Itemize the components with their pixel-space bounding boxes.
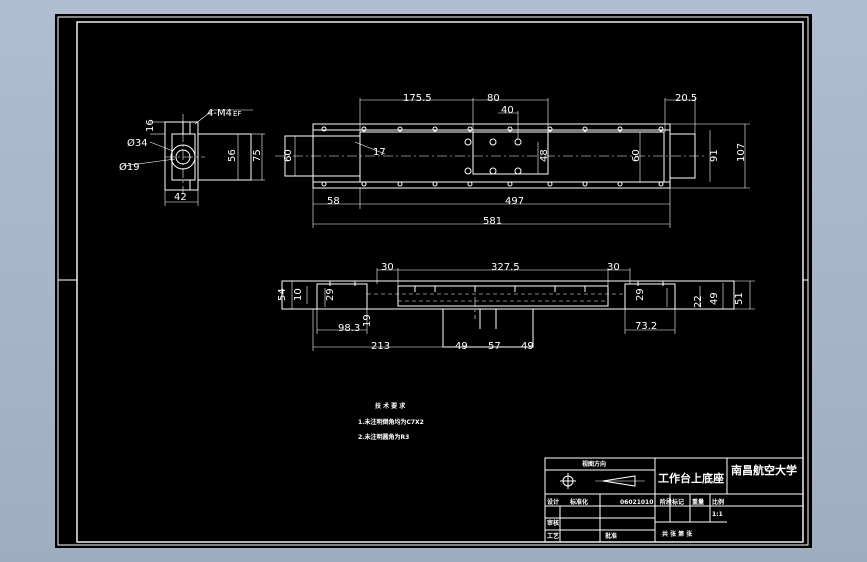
dim-80: 80 — [487, 93, 500, 104]
front-view — [281, 268, 755, 351]
top-view-holes — [321, 126, 664, 187]
front-view-tick-marks — [329, 281, 664, 292]
dim-dia-34: Ø34 — [127, 137, 148, 149]
dim-48: 48 — [539, 149, 550, 162]
dim-16: 16 — [145, 119, 156, 132]
tb-weight: 重量 — [692, 498, 704, 506]
tb-approve: 批准 — [605, 532, 617, 540]
dim-51: 51 — [734, 292, 745, 305]
dim-19: 19 — [362, 314, 373, 327]
dim-30-left: 30 — [381, 262, 394, 273]
dim-98-3: 98.3 — [338, 323, 360, 334]
notes-title: 技 术 要 求 — [375, 402, 406, 410]
dim-20-5: 20.5 — [675, 93, 697, 104]
dim-56: 56 — [227, 149, 238, 162]
dim-22: 22 — [693, 295, 704, 308]
inner-frame — [76, 21, 804, 543]
tb-stage: 阶段标记 — [660, 498, 684, 506]
top-view — [275, 98, 750, 228]
dim-213: 213 — [371, 341, 390, 352]
note-1: 1.未注明倒角均为C7X2 — [358, 418, 424, 426]
tb-std: 标准化 — [569, 498, 588, 506]
outer-border — [57, 16, 809, 546]
tb-sheets: 共 张 第 张 — [662, 530, 693, 538]
dim-60-left: 60 — [283, 149, 294, 162]
dim-49-b: 49 — [521, 341, 534, 352]
tb-design: 设计 — [547, 498, 559, 506]
dim-49-right: 49 — [709, 292, 720, 305]
drawing-sheet: 4-M4 EF 16 Ø34 Ø19 56 75 42 — [55, 14, 812, 548]
dim-58: 58 — [327, 196, 340, 207]
drawing-canvas: 4-M4 EF 16 Ø34 Ø19 56 75 42 — [57, 16, 809, 546]
dim-175-5: 175.5 — [403, 93, 432, 104]
dim-30-right: 30 — [607, 262, 620, 273]
dim-60-right: 60 — [631, 149, 642, 162]
dim-57: 57 — [488, 341, 501, 352]
dim-4-m4: 4-M4 — [207, 108, 232, 119]
dim-note-ef: EF — [233, 110, 241, 118]
side-view — [122, 109, 265, 206]
dim-29-left: 29 — [325, 288, 336, 301]
note-2: 2.未注明圆角为R3 — [358, 433, 409, 441]
tb-craft: 工艺 — [547, 532, 559, 540]
drawing-title: 工作台上底座 — [658, 471, 724, 485]
dim-327-5: 327.5 — [491, 262, 520, 273]
dim-107: 107 — [736, 143, 747, 162]
dim-75: 75 — [252, 149, 263, 162]
tb-review: 审核 — [547, 519, 559, 527]
dim-49-a: 49 — [455, 341, 468, 352]
school-name: 南昌航空大学 — [731, 463, 797, 477]
tb-drawing-no: 06021010 — [620, 499, 653, 506]
title-block — [544, 457, 804, 543]
dim-10: 10 — [293, 288, 304, 301]
dim-581: 581 — [483, 216, 502, 227]
dim-29-right: 29 — [635, 288, 646, 301]
view-direction-label: 视图方向 — [582, 460, 606, 468]
dim-73-2: 73.2 — [635, 321, 657, 332]
tb-scale-label: 比例 — [712, 498, 724, 506]
tb-scale: 1:1 — [712, 511, 723, 518]
dim-dia-19: Ø19 — [119, 161, 140, 173]
dim-40: 40 — [501, 105, 514, 116]
dim-17: 17 — [373, 147, 386, 158]
dim-42: 42 — [174, 192, 187, 203]
dim-91: 91 — [709, 149, 720, 162]
dim-497: 497 — [505, 196, 524, 207]
dim-54: 54 — [277, 288, 288, 301]
